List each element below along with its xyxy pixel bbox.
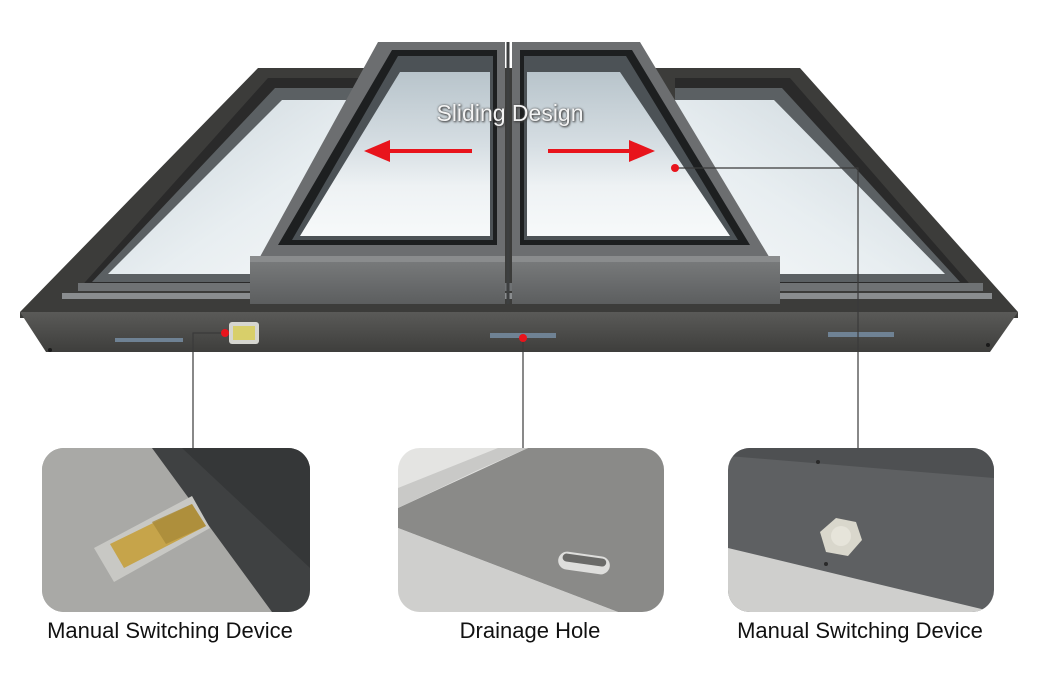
caption-manual-switch-right: Manual Switching Device [737, 618, 983, 643]
right-arrow-icon [548, 140, 655, 162]
caption-drainage-hole: Drainage Hole [459, 618, 601, 643]
callout-lines [192, 167, 859, 448]
caption-manual-switch-left: Manual Switching Device [47, 618, 293, 643]
vent-slot [115, 338, 183, 342]
reflective-switch [229, 322, 259, 344]
sliding-design-label: Sliding Design [436, 100, 584, 126]
marker-switch-left [221, 329, 229, 337]
reflective-switch-photo [42, 448, 310, 612]
base-rail [20, 312, 1018, 352]
marker-switch-right [671, 164, 679, 172]
marker-dots [221, 164, 679, 342]
vent-slot [828, 332, 894, 337]
drainage-slot-photo [398, 448, 664, 612]
marker-drainage [519, 334, 527, 342]
left-arrow-icon [364, 140, 472, 162]
knob-switch-photo [728, 448, 994, 612]
